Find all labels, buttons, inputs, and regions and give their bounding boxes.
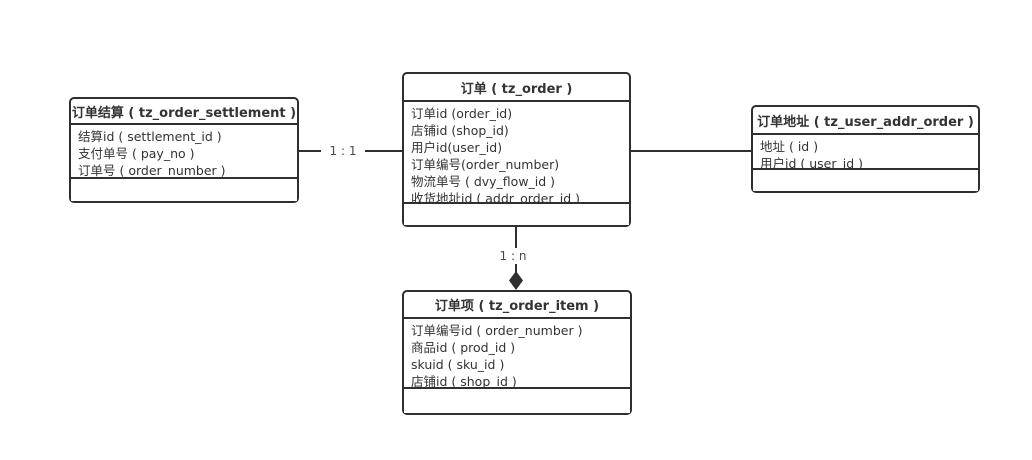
field-addr-id: 地址 ( id ) — [760, 139, 819, 154]
entity-order-item[interactable]: 订单项 ( tz_order_item ) 订单编号id ( order_num… — [402, 290, 632, 415]
entity-order-settlement[interactable]: 订单结算 ( tz_order_settlement ) 结算id ( sett… — [69, 97, 299, 203]
field-order-number: 订单编号(order_number) — [411, 157, 560, 172]
field-order-id: 订单id (order_id) — [411, 106, 513, 121]
entity-title: 订单结算 ( tz_order_settlement ) — [71, 99, 297, 125]
entity-title: 订单地址 ( tz_user_addr_order ) — [753, 107, 978, 135]
field-prod-id: 商品id ( prod_id ) — [411, 340, 516, 355]
field-shop-id: 店铺id (shop_id) — [411, 123, 509, 138]
entity-footer — [753, 168, 978, 191]
relation-label-one-to-n: 1 : n — [492, 248, 534, 264]
entity-field-list: 结算id ( settlement_id ) 支付单号 ( pay_no ) 订… — [71, 125, 297, 177]
entity-field-list: 订单编号id ( order_number ) 商品id ( prod_id )… — [404, 319, 630, 387]
field-dvy-flow-id: 物流单号 ( dvy_flow_id ) — [411, 174, 556, 189]
field-shop-id: 店铺id ( shop_id ) — [411, 374, 517, 387]
entity-footer — [404, 387, 630, 413]
field-order-number: 订单号 ( order_number ) — [78, 163, 226, 177]
field-user-id: 用户id(user_id) — [411, 140, 503, 155]
relation-label-one-to-one: 1 : 1 — [321, 143, 365, 159]
entity-footer — [404, 202, 629, 225]
entity-footer — [71, 177, 297, 201]
field-pay-no: 支付单号 ( pay_no ) — [78, 146, 195, 161]
entity-field-list: 地址 ( id ) 用户id ( user_id ) — [753, 135, 978, 168]
field-user-id: 用户id ( user_id ) — [760, 156, 864, 168]
field-settlement-id: 结算id ( settlement_id ) — [78, 129, 222, 144]
entity-field-list: 订单id (order_id) 店铺id (shop_id) 用户id(user… — [404, 102, 629, 202]
entity-title: 订单 ( tz_order ) — [404, 74, 629, 102]
entity-order[interactable]: 订单 ( tz_order ) 订单id (order_id) 店铺id (sh… — [402, 72, 631, 227]
composition-diamond-icon — [509, 271, 523, 290]
entity-title: 订单项 ( tz_order_item ) — [404, 292, 630, 319]
field-addr-order-id: 收货地址id ( addr_order_id ) — [411, 191, 580, 202]
field-sku-id: skuid ( sku_id ) — [411, 357, 505, 372]
field-order-number-id: 订单编号id ( order_number ) — [411, 323, 583, 338]
entity-user-addr-order[interactable]: 订单地址 ( tz_user_addr_order ) 地址 ( id ) 用户… — [751, 105, 980, 193]
connector-order-to-addr — [630, 150, 752, 152]
